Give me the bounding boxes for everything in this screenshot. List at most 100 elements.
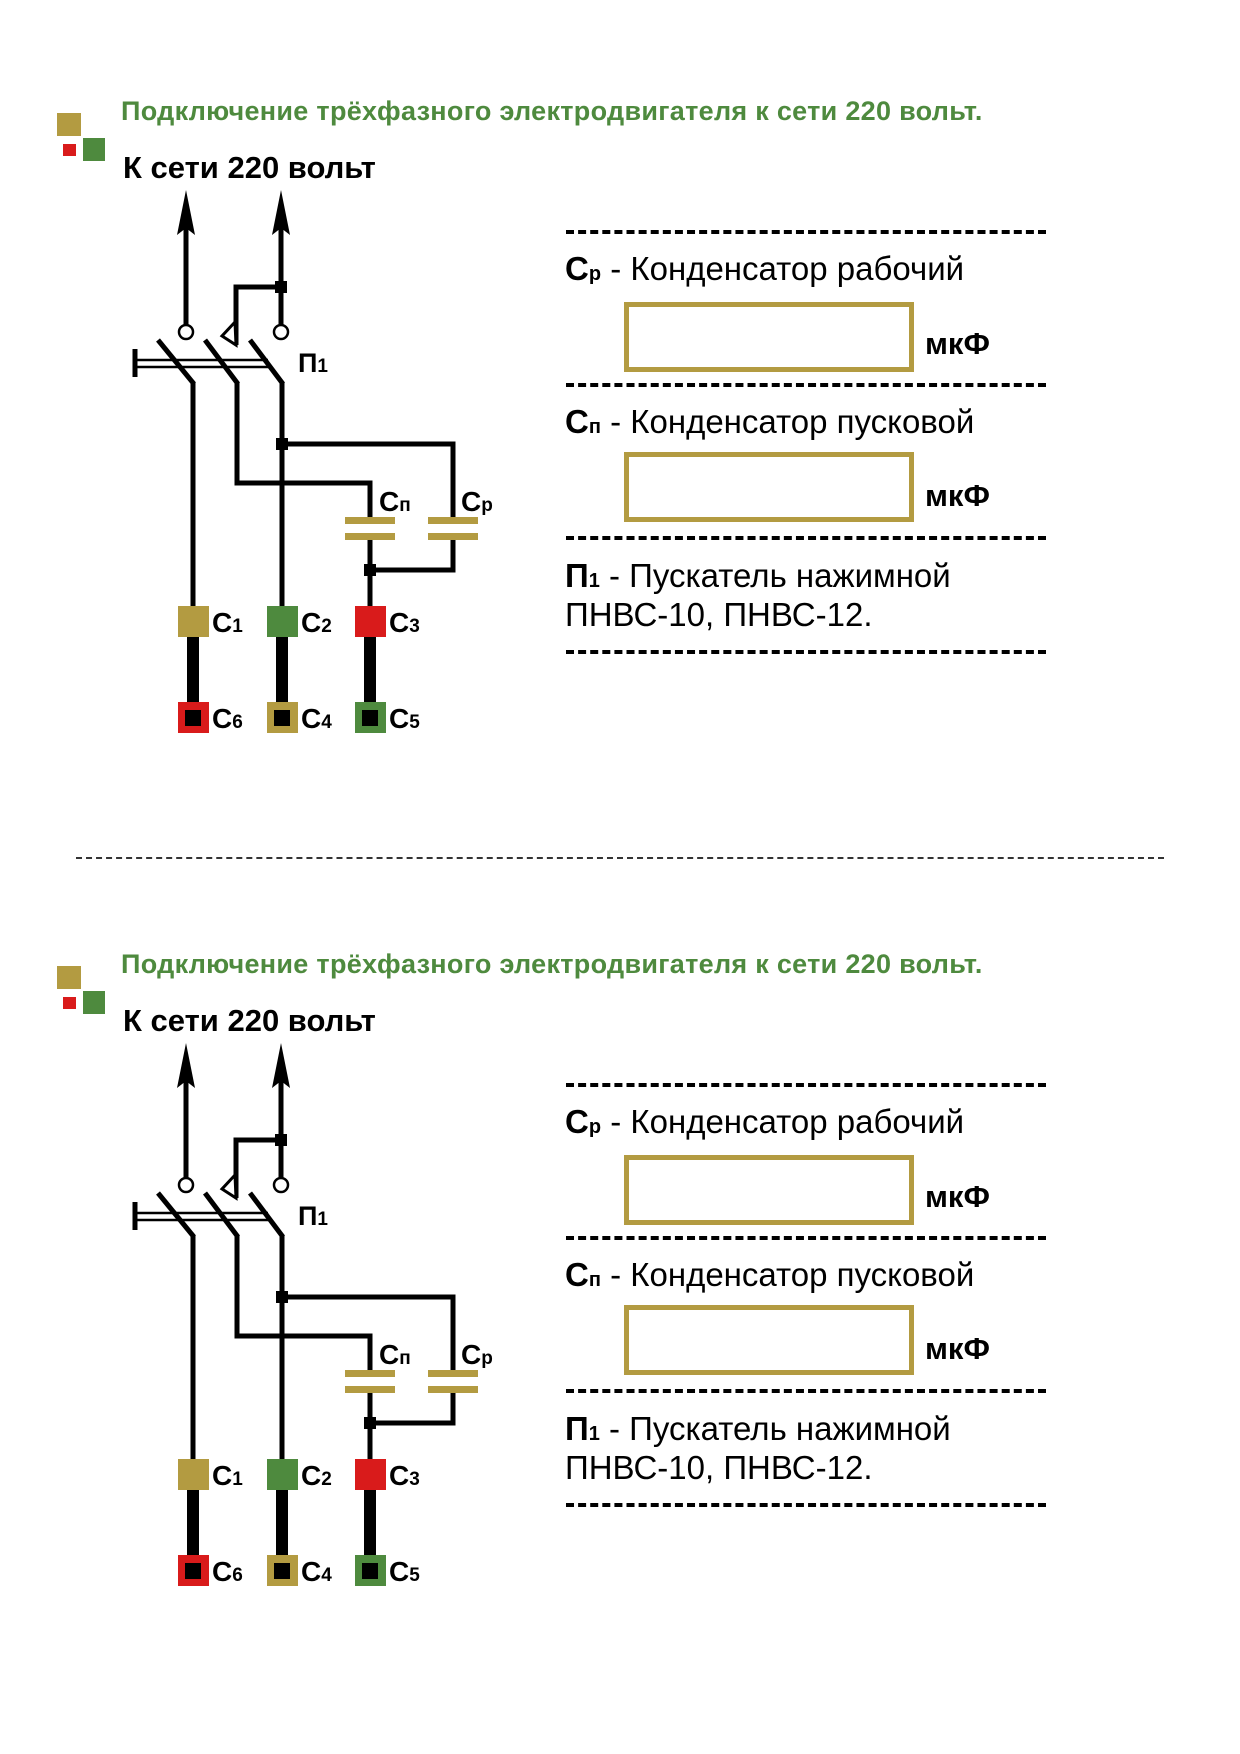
supply-arrow-left [177, 1043, 195, 1178]
switch-blade [248, 338, 285, 386]
junction-dot [276, 438, 288, 450]
terminal-bottom-label: С6 [212, 703, 243, 734]
phase-wire-2 [234, 382, 373, 520]
run-capacitor-symbol [428, 517, 478, 540]
legend-divider [566, 536, 1046, 540]
schematic [132, 1043, 478, 1586]
start-capacitor-symbol [345, 1370, 395, 1393]
supply-arrow-left [177, 190, 195, 325]
terminal-core [362, 1563, 378, 1579]
legend-divider [566, 1083, 1046, 1087]
run-capacitor-label: Ср [461, 1339, 493, 1370]
supply-arrow-right [272, 1043, 290, 1178]
schematic [132, 190, 478, 733]
start-capacitor-symbol [345, 517, 395, 540]
supply-label: К сети 220 вольт [123, 1003, 376, 1038]
switch-blade [203, 338, 240, 386]
start-capacitor-label: Сп [379, 486, 411, 517]
pushbutton-contact [219, 318, 238, 348]
logo-green-square [83, 138, 105, 161]
junction-dot [364, 1417, 376, 1429]
start-capacitor-description: Сп - Конденсатор пусковой [565, 403, 975, 440]
working-capacitor-description: Ср - Конденсатор рабочий [565, 250, 965, 287]
wiring-diagram-section: Подключение трёхфазного электродвигателя… [0, 0, 1240, 800]
phase-wire-2 [234, 1235, 373, 1373]
working-capacitor-unit: мкФ [925, 1179, 990, 1214]
switch-blade [248, 1191, 285, 1239]
terminal-bottom-label: С5 [389, 1556, 420, 1587]
starter-models: ПНВС-10, ПНВС-12. [565, 1449, 873, 1486]
start-capacitor-value-field[interactable] [624, 1305, 914, 1375]
contact-terminal [272, 323, 290, 341]
supply-arrow-right [272, 190, 290, 325]
run-cap-wire-top [282, 1294, 456, 1373]
contact-terminal [177, 323, 195, 341]
junction-dot [364, 564, 376, 576]
switch-label: П1 [298, 1201, 328, 1231]
terminal-top-2 [267, 1459, 298, 1490]
terminal-core [274, 710, 290, 726]
run-cap-wire-bottom [370, 538, 456, 573]
start-capacitor-unit: мкФ [925, 478, 990, 513]
terminal-top-3 [355, 606, 386, 637]
working-capacitor-description: Ср - Конденсатор рабочий [565, 1103, 965, 1140]
run-capacitor-symbol [428, 1370, 478, 1393]
working-capacitor-value-field[interactable] [624, 1155, 914, 1225]
terminal-core [185, 1563, 201, 1579]
terminal-bottom-label: С4 [301, 1556, 332, 1587]
logo-red-square [63, 997, 76, 1009]
starter-description: П1 - Пускатель нажимной [565, 557, 951, 594]
terminal-bottom-label: С4 [301, 703, 332, 734]
terminal-top-1 [178, 1459, 209, 1490]
terminal-core [185, 710, 201, 726]
junction-dot [275, 1134, 287, 1146]
start-capacitor-description: Сп - Конденсатор пусковой [565, 1256, 975, 1293]
terminal-top-label: С2 [301, 1460, 332, 1491]
logo-green-square [83, 991, 105, 1014]
terminal-top-label: С3 [389, 607, 420, 638]
legend-divider [566, 230, 1046, 234]
terminal-top-label: С1 [212, 607, 243, 638]
terminal-top-2 [267, 606, 298, 637]
legend-divider [566, 1236, 1046, 1240]
terminal-top-1 [178, 606, 209, 637]
logo-gold-square [57, 113, 81, 136]
run-capacitor-label: Ср [461, 486, 493, 517]
start-capacitor-label: Сп [379, 1339, 411, 1370]
working-capacitor-unit: мкФ [925, 326, 990, 361]
legend-divider [566, 383, 1046, 387]
terminal-core [362, 710, 378, 726]
logo-red-square [63, 144, 76, 156]
diagram-title: Подключение трёхфазного электродвигателя… [121, 96, 983, 126]
run-cap-wire-top [282, 441, 456, 520]
switch-label: П1 [298, 348, 328, 378]
junction-dot [275, 281, 287, 293]
terminal-top-label: С2 [301, 607, 332, 638]
terminal-bottom-label: С5 [389, 703, 420, 734]
working-capacitor-value-field[interactable] [624, 302, 914, 372]
starter-description: П1 - Пускатель нажимной [565, 1410, 951, 1447]
legend-divider [566, 1389, 1046, 1393]
terminal-core [274, 1563, 290, 1579]
run-cap-wire-bottom [370, 1391, 456, 1426]
contact-terminal [272, 1176, 290, 1194]
supply-label: К сети 220 вольт [123, 150, 376, 185]
junction-dot [276, 1291, 288, 1303]
start-capacitor-unit: мкФ [925, 1331, 990, 1366]
terminal-top-label: С1 [212, 1460, 243, 1491]
switch-blade [203, 1191, 240, 1239]
starter-models: ПНВС-10, ПНВС-12. [565, 596, 873, 633]
cut-line-separator [76, 857, 1164, 859]
legend-divider [566, 1503, 1046, 1507]
pushbutton-contact [219, 1171, 238, 1201]
wiring-diagram-section: Подключение трёхфазного электродвигателя… [0, 853, 1240, 1653]
terminal-top-label: С3 [389, 1460, 420, 1491]
logo-gold-square [57, 966, 81, 989]
switch-blade [156, 1191, 196, 1239]
legend-divider [566, 650, 1046, 654]
contact-terminal [177, 1176, 195, 1194]
switch-blade [156, 338, 196, 386]
terminal-top-3 [355, 1459, 386, 1490]
start-capacitor-value-field[interactable] [624, 452, 914, 522]
terminal-bottom-label: С6 [212, 1556, 243, 1587]
